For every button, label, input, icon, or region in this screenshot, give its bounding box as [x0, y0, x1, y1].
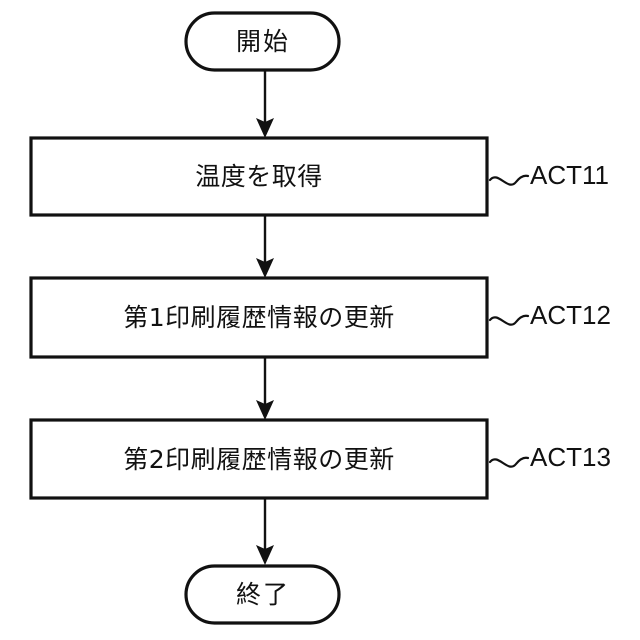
- process-step-1-label: 温度を取得: [195, 162, 323, 191]
- reference-label-act13: ACT13: [530, 442, 611, 472]
- reference-label-act12: ACT12: [530, 300, 611, 330]
- down-arrow-icon: [256, 118, 274, 138]
- connector-step3-to-end: [256, 498, 274, 565]
- tilde-leader-icon: [488, 456, 530, 468]
- process-step-1-shape: [29, 136, 489, 217]
- start-terminal-label: 開始: [236, 27, 290, 56]
- tilde-leader-icon: [488, 174, 530, 186]
- connector-step1-to-step2: [256, 215, 274, 278]
- process-step-3-shape: [29, 418, 489, 500]
- down-arrow-icon: [256, 400, 274, 420]
- tilde-leader-icon: [488, 314, 530, 326]
- reference-label-act11: ACT11: [530, 160, 609, 190]
- reference-leader-act12: ACT12: [488, 300, 611, 330]
- process-step-2-shape: [29, 276, 489, 359]
- process-step-3[interactable]: 第2印刷履歴情報の更新: [29, 418, 489, 500]
- reference-leader-act11: ACT11: [488, 160, 609, 190]
- reference-leader-act13: ACT13: [488, 442, 611, 472]
- process-step-1[interactable]: 温度を取得: [29, 136, 489, 217]
- process-step-2-label: 第1印刷履歴情報の更新: [123, 303, 394, 332]
- start-terminal[interactable]: 開始: [184, 11, 341, 72]
- end-terminal[interactable]: 終了: [184, 564, 341, 625]
- start-terminal-shape: [184, 11, 341, 72]
- process-step-2[interactable]: 第1印刷履歴情報の更新: [29, 276, 489, 359]
- end-terminal-shape: [184, 564, 341, 625]
- process-step-3-label: 第2印刷履歴情報の更新: [123, 445, 394, 474]
- down-arrow-icon: [256, 545, 274, 565]
- connector-start-to-step1: [256, 70, 274, 138]
- connector-step2-to-step3: [256, 357, 274, 420]
- end-terminal-label: 終了: [236, 580, 290, 609]
- down-arrow-icon: [256, 258, 274, 278]
